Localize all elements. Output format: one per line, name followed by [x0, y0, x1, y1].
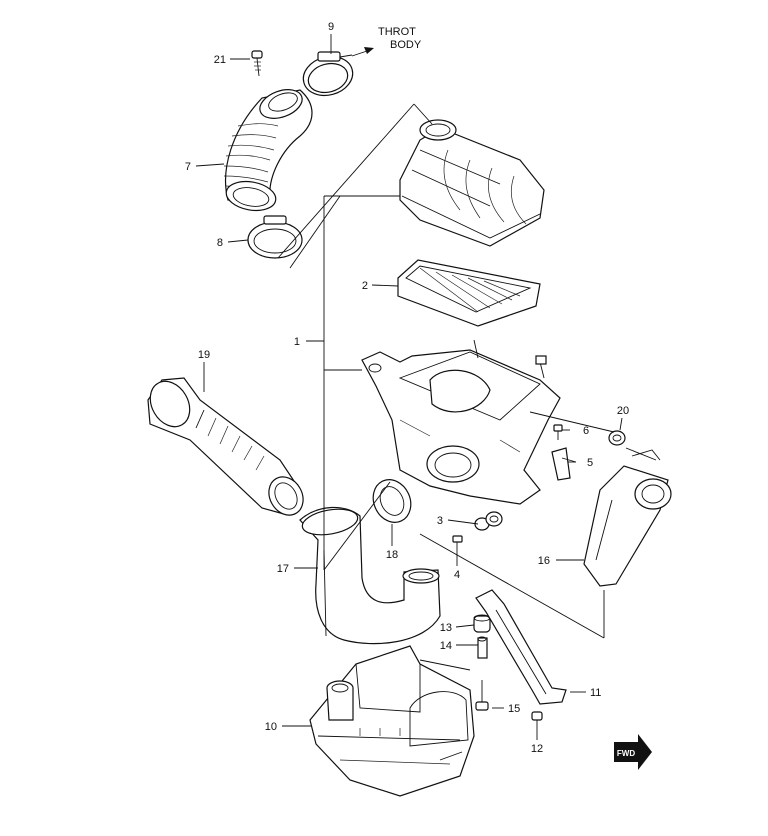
body-label: BODY — [390, 39, 422, 51]
callout-3: 3 — [437, 515, 443, 527]
callout-10: 10 — [265, 721, 277, 733]
part-2-filter-element — [397, 259, 541, 327]
air-cleaner-lid — [399, 119, 545, 247]
callout-18: 18 — [386, 549, 398, 561]
part-16-air-duct — [583, 447, 672, 587]
part-7-corrugated-hose — [223, 89, 313, 212]
part-12-bolt — [531, 711, 543, 730]
callout-5: 5 — [587, 457, 593, 469]
part-18-seal-ring — [372, 479, 412, 523]
callout-13: 13 — [440, 622, 452, 634]
part-10-resonator — [309, 645, 475, 797]
callout-4: 4 — [454, 569, 460, 581]
callout-15: 15 — [508, 703, 520, 715]
part-15-bolt — [475, 680, 489, 711]
part-11-bracket — [475, 589, 567, 705]
callout-6: 6 — [583, 425, 589, 437]
callout-2: 2 — [362, 280, 368, 292]
part-9-clamp — [302, 51, 354, 97]
callout-8: 8 — [217, 237, 223, 249]
part-5-bracket — [551, 447, 577, 481]
callout-9: 9 — [328, 21, 334, 33]
part-21-bolt — [251, 50, 263, 77]
part-3-grommets — [474, 511, 503, 531]
callout-1: 1 — [294, 336, 300, 348]
callout-20: 20 — [617, 405, 629, 417]
part-19-intake-duct — [147, 377, 304, 516]
callout-21: 21 — [214, 54, 226, 66]
callout-7: 7 — [185, 161, 191, 173]
fwd-arrow-badge: FWD — [614, 734, 652, 770]
throt-label: THROT — [378, 26, 416, 38]
part-20-grommet — [608, 430, 626, 446]
callout-12: 12 — [531, 743, 543, 755]
part-6-bolt — [553, 424, 563, 440]
callout-17: 17 — [277, 563, 289, 575]
part-8-clamp — [247, 215, 303, 259]
callout-19: 19 — [198, 349, 210, 361]
callout-16: 16 — [538, 555, 550, 567]
part-4-bolt — [452, 535, 463, 556]
part-14-collar — [477, 636, 488, 659]
part-17-elbow-duct — [299, 506, 441, 645]
callout-11: 11 — [590, 687, 601, 699]
fwd-label: FWD — [617, 749, 635, 758]
part-13-grommet — [473, 614, 491, 633]
callout-14: 14 — [440, 640, 452, 652]
leader-lines — [195, 34, 623, 740]
air-cleaner-case — [361, 339, 561, 505]
